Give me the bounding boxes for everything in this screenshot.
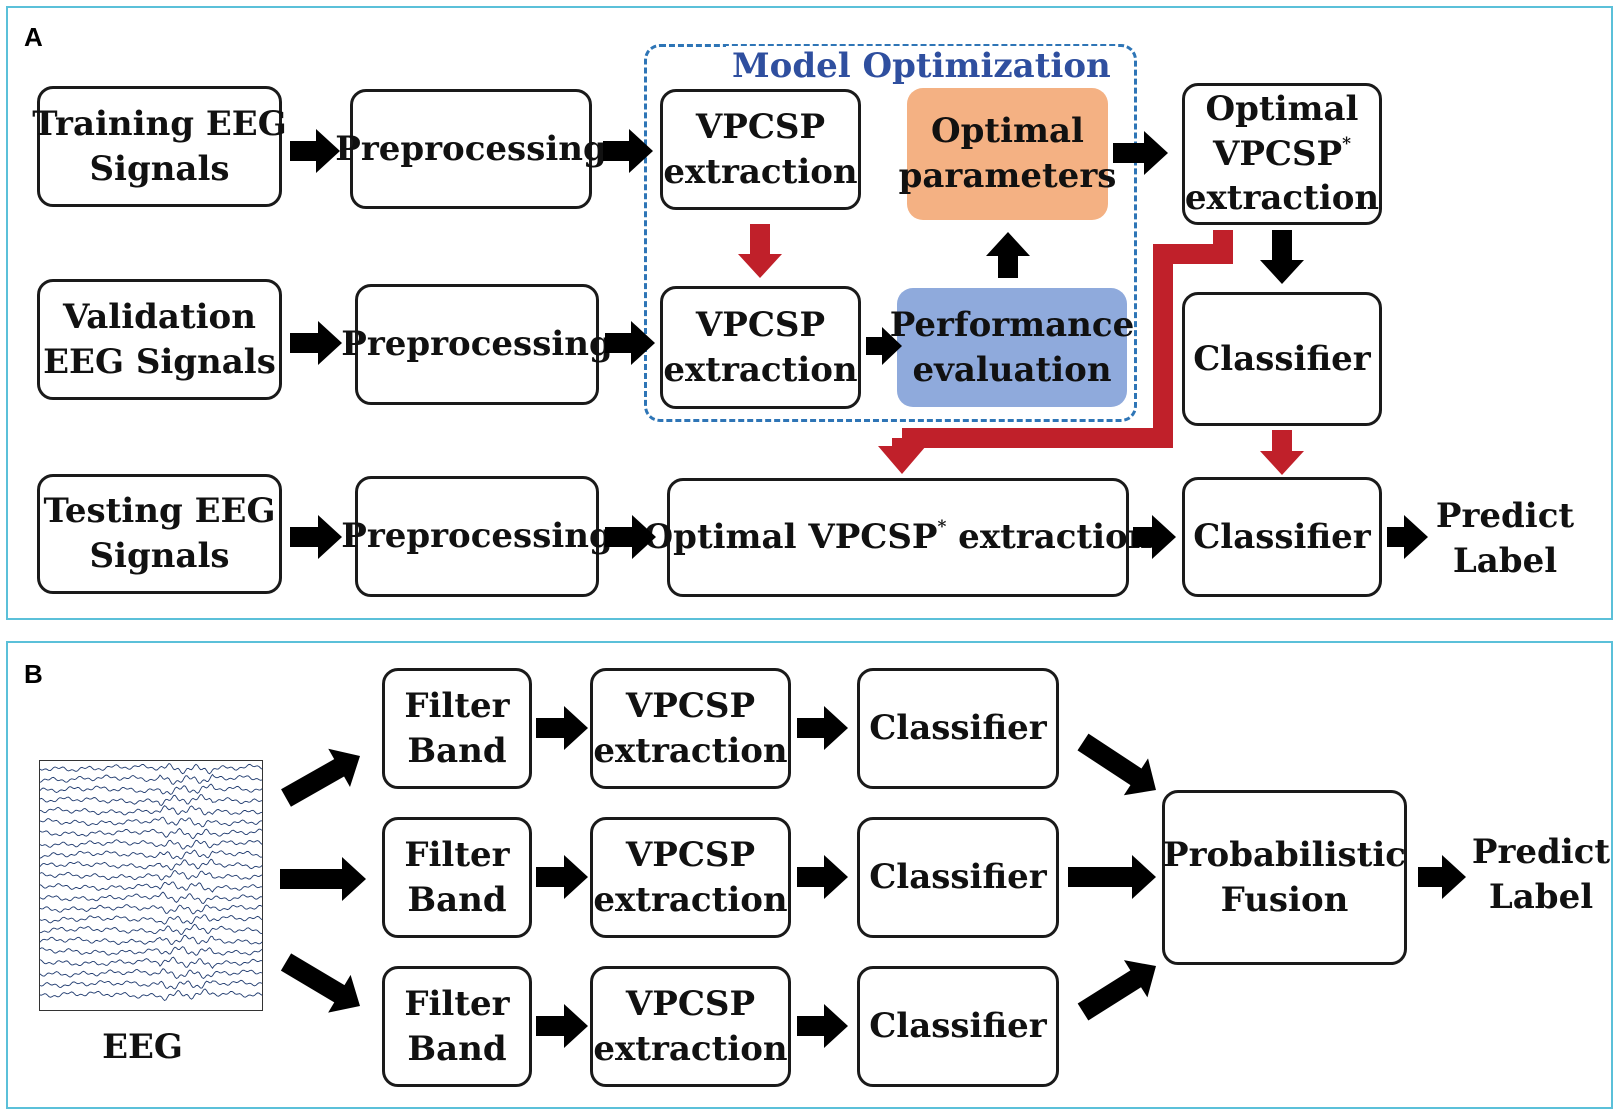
eeg-trace-line bbox=[39, 891, 263, 905]
eeg-signal-plot bbox=[39, 760, 263, 1011]
arrow-right-icon bbox=[290, 515, 342, 559]
arrow-diagonal-down-icon bbox=[1077, 733, 1156, 796]
eeg-trace-line bbox=[39, 904, 263, 915]
arrow-right-icon bbox=[536, 1004, 588, 1048]
arrow-diagonal-down-icon bbox=[280, 953, 360, 1013]
arrow-right-icon bbox=[605, 515, 656, 559]
eeg-trace-line bbox=[39, 934, 263, 946]
eeg-trace-line bbox=[39, 827, 263, 840]
arrow-right-icon bbox=[1418, 855, 1466, 899]
classifier-box-testing: Classifier bbox=[1182, 477, 1382, 597]
red-connector-path bbox=[902, 230, 1233, 448]
arrow-right-icon bbox=[605, 321, 655, 365]
eeg-trace-line bbox=[39, 816, 263, 828]
eeg-trace-line bbox=[39, 762, 263, 775]
eeg-trace-line bbox=[39, 773, 263, 785]
arrow-right-icon bbox=[290, 129, 340, 173]
optimal-vpcsp-extraction-box: Optimal VPCSP* extraction bbox=[1182, 83, 1382, 225]
predict-label-text-a: Predict Label bbox=[1435, 496, 1575, 581]
predict-label-text-b: Predict Label bbox=[1471, 832, 1611, 917]
eeg-trace-line bbox=[39, 923, 263, 936]
optimal-vpcsp-extraction-box-testing: Optimal VPCSP* extraction bbox=[644, 478, 1152, 597]
eeg-trace-line bbox=[39, 946, 263, 956]
classifier-box-validation: Classifier bbox=[1182, 292, 1382, 426]
eeg-trace-line bbox=[39, 968, 263, 980]
eeg-traces bbox=[39, 762, 263, 1002]
model-optimization-title: Model Optimization bbox=[726, 46, 1117, 86]
model-optimization-region bbox=[644, 44, 1137, 422]
arrow-right-icon bbox=[536, 706, 588, 750]
preprocessing-box-training: Preprocessing bbox=[335, 89, 607, 209]
classifier-box-b1: Classifier bbox=[857, 668, 1059, 789]
arrow-down-icon bbox=[738, 224, 782, 278]
arrow-diagonal-up-icon bbox=[1077, 960, 1156, 1021]
preprocessing-box-testing: Preprocessing bbox=[341, 476, 613, 597]
arrow-down-icon bbox=[1260, 230, 1304, 284]
eeg-trace-line bbox=[39, 783, 263, 795]
arrow-right-icon bbox=[1113, 131, 1168, 175]
eeg-trace-line bbox=[39, 956, 263, 969]
eeg-trace-line bbox=[39, 988, 263, 1002]
classifier-box-b2: Classifier bbox=[857, 817, 1059, 938]
arrow-right-icon bbox=[797, 706, 848, 750]
eeg-trace-line bbox=[39, 805, 263, 816]
eeg-trace-line bbox=[39, 869, 263, 881]
arrow-right-icon bbox=[1068, 855, 1156, 899]
arrow-right-icon bbox=[1133, 515, 1176, 559]
classifier-box-b3: Classifier bbox=[857, 966, 1059, 1087]
arrow-up-icon bbox=[986, 232, 1030, 278]
arrow-down-icon bbox=[878, 438, 926, 474]
panel-a-label: A bbox=[24, 22, 43, 52]
arrow-right-icon bbox=[536, 855, 588, 899]
eeg-trace-line bbox=[39, 979, 263, 990]
arrow-right-icon bbox=[797, 1004, 848, 1048]
panel-b-label: B bbox=[24, 659, 43, 689]
eeg-trace-line bbox=[39, 849, 263, 860]
eeg-trace-line bbox=[39, 794, 263, 807]
eeg-caption: EEG bbox=[102, 1027, 183, 1067]
preprocessing-box-validation: Preprocessing bbox=[341, 284, 613, 405]
panel-b bbox=[6, 641, 1613, 1109]
arrow-right-icon bbox=[797, 855, 848, 899]
arrow-right-icon bbox=[280, 857, 366, 901]
arrow-right-icon bbox=[290, 321, 342, 365]
arrow-right-icon bbox=[1387, 515, 1428, 559]
eeg-trace-line bbox=[39, 839, 263, 850]
eeg-trace-line bbox=[39, 881, 262, 893]
arrow-right-icon bbox=[866, 327, 902, 365]
panel-a bbox=[6, 6, 1613, 620]
arrow-diagonal-up-icon bbox=[281, 748, 360, 807]
arrow-right-icon bbox=[603, 129, 653, 173]
eeg-trace-line bbox=[39, 858, 263, 871]
arrow-down-icon bbox=[1260, 430, 1304, 475]
eeg-trace-line bbox=[39, 914, 263, 925]
